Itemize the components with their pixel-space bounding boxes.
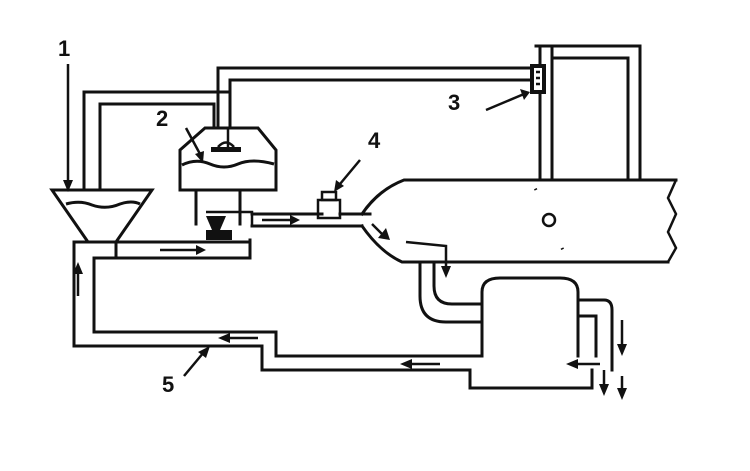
callout-5: 5 (162, 372, 174, 397)
purge-line (250, 212, 372, 228)
filler-funnel (49, 188, 155, 244)
callout-3: 3 (448, 90, 460, 115)
flow-arrows (73, 215, 627, 400)
right-vent-pipe (534, 44, 642, 182)
throttle-body (359, 178, 678, 264)
separator-canister (178, 126, 278, 226)
check-valve (206, 216, 232, 240)
callout-4: 4 (368, 128, 381, 153)
tank-feed-pipe (418, 260, 484, 324)
return-line (72, 238, 482, 372)
callout-labels: 1 2 3 4 5 (58, 36, 460, 397)
vent-valve-block (530, 64, 546, 94)
leader-lines (63, 64, 530, 377)
fuel-tank (468, 276, 614, 390)
callout-2: 2 (156, 106, 168, 131)
throttle-plate (534, 188, 564, 250)
callout-1: 1 (58, 36, 70, 61)
purge-valve (316, 190, 342, 220)
top-vent-line (216, 66, 536, 130)
